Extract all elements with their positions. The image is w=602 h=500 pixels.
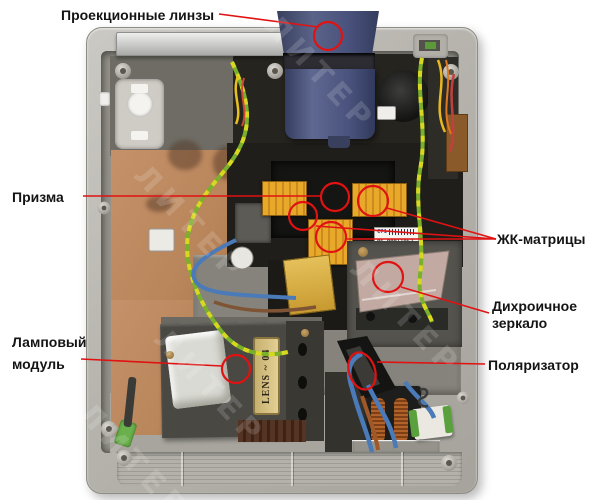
adjust-knob	[366, 312, 375, 321]
screw-post	[101, 421, 117, 437]
bronze-screw	[166, 351, 174, 359]
lens-module-sticker: LENS ~ 04	[253, 337, 280, 415]
label-polarizer: Поляризатор	[488, 357, 579, 373]
screw-post	[116, 450, 132, 466]
bronze-screw	[301, 329, 309, 337]
screw-post	[441, 455, 457, 471]
plastic-bag	[164, 329, 232, 410]
screw-post	[97, 201, 111, 215]
copper-coil	[371, 398, 385, 442]
label-dichroic-line2: зеркало	[492, 315, 548, 331]
dichroic-mount	[347, 241, 462, 347]
label-prism: Призма	[12, 189, 64, 205]
barcode-stripes	[388, 229, 416, 235]
speaker-slot	[131, 84, 148, 93]
bronze-screw	[358, 247, 368, 257]
label-lcd-matrices: ЖК-матрицы	[497, 231, 586, 247]
rail-screw-hole	[298, 376, 307, 389]
label-dichroic-line1: Дихроичное	[492, 298, 577, 314]
screw-post	[456, 391, 470, 405]
screw-post	[115, 63, 131, 79]
screw-post	[443, 64, 459, 80]
bronze-screw	[432, 278, 442, 288]
adjust-knob	[408, 314, 417, 323]
lcd-flex-left	[262, 181, 307, 216]
label-lamp-line2: модуль	[12, 356, 65, 372]
grille-divider	[401, 452, 403, 486]
green-connector-chip	[425, 42, 436, 49]
label-lamp-line1: Ламповый	[12, 334, 87, 350]
lens-focus-ring	[283, 53, 375, 70]
board-stain	[168, 140, 202, 170]
lamp-vent-slits	[238, 420, 306, 442]
speaker-opening	[127, 91, 153, 117]
lcd-flex-right	[352, 183, 407, 217]
copper-coil	[394, 398, 408, 442]
gold-ribbon-cable	[282, 254, 337, 316]
case-wall-slot	[99, 92, 110, 106]
rail-screw-hole	[298, 408, 307, 421]
screw-post	[267, 63, 283, 79]
lens-barrel	[285, 69, 375, 139]
board-stain	[146, 196, 172, 212]
grille-divider	[291, 452, 293, 486]
brown-flex-cable	[446, 114, 468, 172]
label-projection-lens: Проекционные линзы	[61, 7, 215, 23]
rail-screw-hole	[298, 343, 307, 356]
barcode-text-top: C71	[377, 229, 387, 235]
front-silver-rail	[116, 32, 289, 56]
lens-barrel-tab	[328, 136, 350, 148]
lens-hood	[277, 11, 379, 56]
speaker-slot	[131, 131, 148, 140]
grille-divider	[181, 452, 183, 486]
vent-grille	[117, 452, 462, 486]
small-white-connector	[377, 106, 396, 120]
